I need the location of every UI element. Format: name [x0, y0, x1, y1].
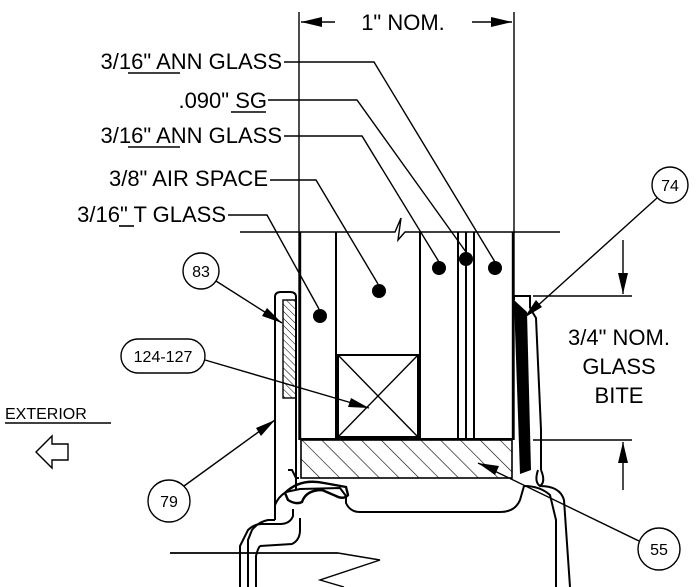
callout-124-127: 124-127: [120, 338, 370, 409]
sill-frame: [170, 469, 571, 587]
interior-gasket: [513, 295, 545, 488]
svg-text:3/8" AIR SPACE: 3/8" AIR SPACE: [109, 166, 268, 191]
left-arrow-icon: [35, 434, 69, 470]
svg-text:3/16" ANN GLASS: 3/16" ANN GLASS: [101, 123, 282, 148]
glass-break-line: [240, 217, 560, 243]
layer-label-1: 3/16" ANN GLASS: [101, 49, 502, 275]
svg-text:124-127: 124-127: [134, 349, 193, 366]
layer-label-4: 3/8" AIR SPACE: [109, 166, 386, 298]
svg-text:83: 83: [192, 264, 210, 281]
glass-bite-line-1: 3/4" NOM.: [568, 325, 670, 350]
nominal-width-label: 1" NOM.: [361, 10, 445, 35]
layer-label-5: 3/16" T GLASS: [77, 202, 327, 323]
callout-83: 83: [182, 252, 283, 324]
svg-text:3/16" T GLASS: 3/16" T GLASS: [77, 202, 226, 227]
glass-bite-line-2: GLASS: [582, 354, 655, 379]
exterior-stop: [274, 291, 297, 520]
svg-text:.090" SG: .090" SG: [178, 88, 267, 113]
svg-text:79: 79: [160, 494, 178, 511]
callout-79: 79: [147, 419, 276, 523]
callout-55: 55: [477, 462, 681, 571]
spacer-block: [337, 354, 419, 438]
svg-text:55: 55: [650, 542, 668, 559]
exterior-indicator: EXTERIOR: [5, 406, 111, 470]
layer-label-2: .090" SG: [178, 88, 473, 266]
glass-bite-dimension: 3/4" NOM. GLASS BITE: [533, 240, 670, 490]
layer-label-3: 3/16" ANN GLASS: [101, 123, 446, 275]
svg-text:74: 74: [661, 178, 679, 195]
glass-bite-line-3: BITE: [595, 383, 644, 408]
nominal-width-dimension: 1" NOM.: [298, 10, 515, 440]
setting-block: [300, 439, 513, 479]
callout-74: 74: [523, 166, 689, 319]
svg-text:3/16" ANN GLASS: 3/16" ANN GLASS: [101, 49, 282, 74]
glass-lites: [298, 232, 515, 440]
exterior-label: EXTERIOR: [5, 406, 87, 423]
